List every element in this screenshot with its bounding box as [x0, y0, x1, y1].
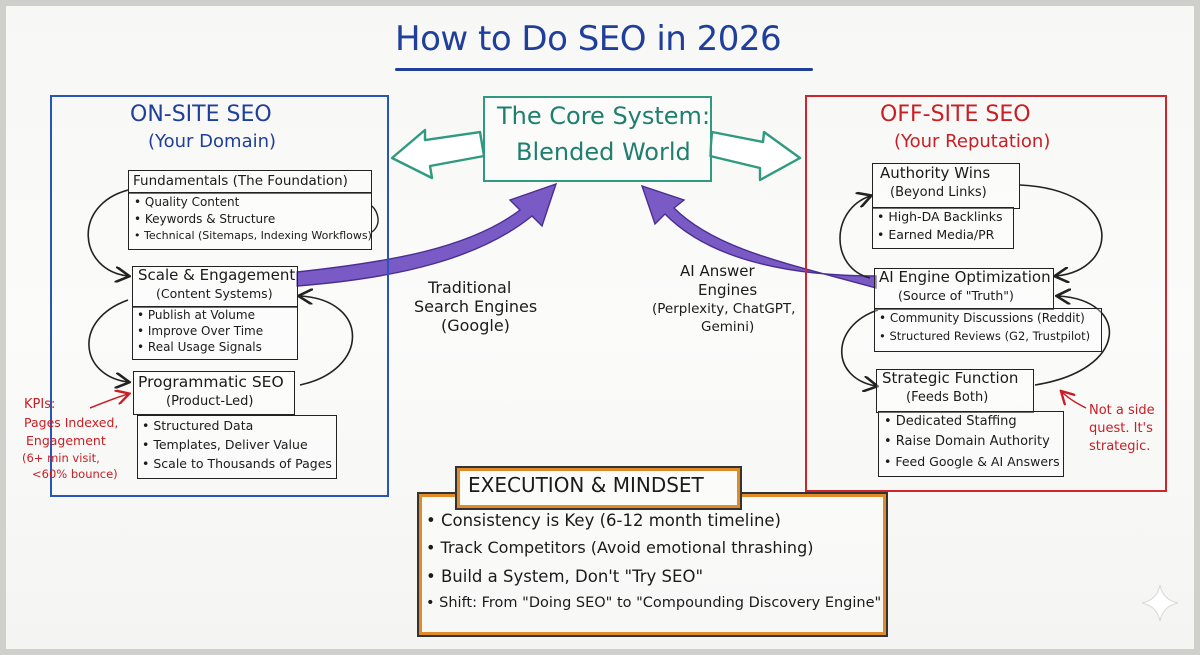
core-system-box: [483, 96, 712, 182]
fundamentals-header-box: [128, 170, 372, 194]
aieo-header-box: [874, 268, 1054, 310]
aieo-items-box: [874, 308, 1102, 352]
scale-items-box: [132, 306, 298, 360]
arrow-traditional-to-core: [296, 182, 558, 287]
traditional-line: (Google): [441, 316, 510, 335]
scale-item: • Real Usage Signals: [137, 340, 262, 354]
kpi-line: (6+ min visit,: [22, 451, 100, 465]
execution-item: • Track Competitors (Avoid emotional thr…: [426, 538, 814, 557]
authority-sub: (Beyond Links): [890, 185, 987, 200]
strategic-item: • Dedicated Staffing: [884, 414, 1017, 429]
arrow-right-hollow: [708, 130, 802, 182]
fundamentals-item: • Quality Content: [134, 195, 240, 209]
authority-header-box: [872, 163, 1020, 209]
page-title: How to Do SEO in 2026: [395, 19, 782, 59]
programmatic-item: • Structured Data: [142, 418, 254, 433]
title-underline: [395, 68, 813, 71]
arrow-ai-to-core: [640, 184, 877, 289]
execution-title: EXECUTION & MINDSET: [468, 473, 704, 497]
execution-box: [417, 492, 888, 637]
scale-item: • Improve Over Time: [137, 324, 264, 338]
fundamentals-items-box: [128, 192, 372, 250]
strategic-item: • Feed Google & AI Answers: [884, 454, 1060, 469]
strategic-header: Strategic Function: [882, 369, 1019, 387]
programmatic-header: Programmatic SEO: [138, 373, 284, 391]
programmatic-sub: (Product-Led): [166, 394, 254, 409]
authority-item: • Earned Media/PR: [877, 227, 995, 242]
ai-answer-line: (Perplexity, ChatGPT,: [652, 301, 796, 317]
execution-item: • Build a System, Don't "Try SEO": [426, 567, 704, 586]
programmatic-header-box: [133, 371, 295, 415]
onsite-frame: [50, 95, 389, 497]
programmatic-item: • Scale to Thousands of Pages: [142, 456, 332, 471]
scale-header-box: [132, 266, 298, 308]
authority-items-box: [872, 207, 1014, 249]
side-note-line: strategic.: [1089, 439, 1151, 454]
strategic-items-box: [878, 411, 1064, 477]
scale-sub: (Content Systems): [156, 286, 273, 301]
offsite-title: OFF-SITE SEO: [880, 102, 1031, 127]
scale-header: Scale & Engagement: [138, 266, 296, 284]
scale-item: • Publish at Volume: [137, 308, 255, 322]
aieo-sub: (Source of "Truth"): [898, 288, 1014, 303]
fundamentals-header: Fundamentals (The Foundation): [133, 173, 348, 189]
execution-title-box: [455, 466, 742, 510]
aieo-item: • Community Discussions (Reddit): [879, 311, 1085, 325]
sparkle-icon: [1141, 584, 1179, 622]
arrow-left-hollow: [390, 128, 486, 180]
side-note-line: Not a side: [1089, 403, 1155, 418]
fundamentals-item: • Technical (Sitemaps, Indexing Workflow…: [134, 229, 372, 242]
programmatic-item: • Templates, Deliver Value: [142, 437, 308, 452]
ai-answer-line: Engines: [698, 281, 758, 299]
kpi-line: Engagement: [26, 433, 106, 448]
ai-answer-line: Gemini): [701, 319, 755, 335]
offsite-frame: [805, 95, 1167, 492]
kpi-line: Pages Indexed,: [24, 415, 119, 430]
strategic-sub: (Feeds Both): [906, 390, 989, 405]
aieo-item: • Structured Reviews (G2, Trustpilot): [879, 329, 1091, 343]
execution-item: • Consistency is Key (6-12 month timelin…: [426, 511, 781, 530]
onsite-title: ON-SITE SEO: [130, 102, 272, 127]
strategic-item: • Raise Domain Authority: [884, 434, 1050, 449]
fundamentals-item: • Keywords & Structure: [134, 212, 276, 226]
ai-answer-line: AI Answer: [680, 262, 755, 280]
onsite-subtitle: (Your Domain): [148, 131, 277, 152]
authority-header: Authority Wins: [880, 164, 991, 182]
traditional-line: Traditional: [428, 278, 512, 297]
kpi-line: <60% bounce): [32, 467, 118, 481]
side-note-line: quest. It's: [1089, 421, 1153, 436]
traditional-line: Search Engines: [414, 297, 538, 316]
core-line-2: Blended World: [516, 138, 691, 166]
authority-item: • High-DA Backlinks: [877, 209, 1003, 224]
kpi-label: KPIs:: [24, 397, 56, 412]
offsite-subtitle: (Your Reputation): [894, 131, 1051, 152]
execution-item: • Shift: From "Doing SEO" to "Compoundin…: [426, 595, 882, 611]
strategic-header-box: [876, 369, 1034, 413]
core-line-1: The Core System:: [497, 102, 711, 130]
aieo-header: AI Engine Optimization: [879, 268, 1051, 286]
programmatic-items-box: [137, 415, 337, 479]
